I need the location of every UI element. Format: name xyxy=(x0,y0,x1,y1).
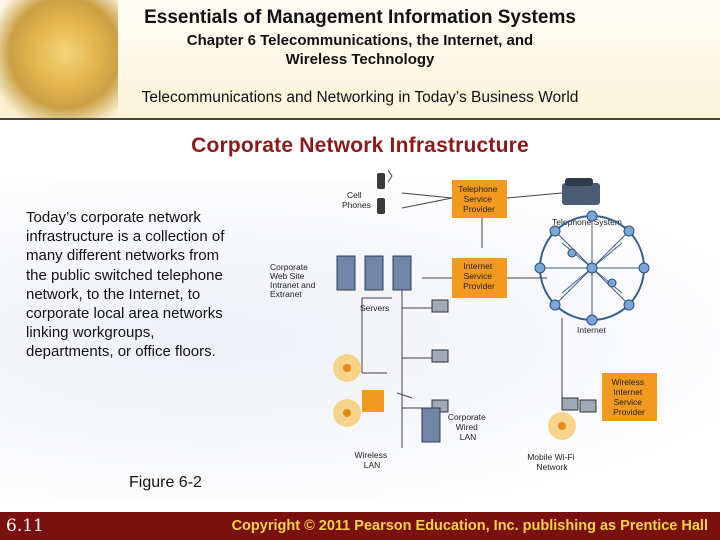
lan-server-icon xyxy=(421,407,441,443)
chapter-title-line1: Chapter 6 Telecommunications, the Intern… xyxy=(186,32,534,49)
slide-footer: 6.11 Copyright © 2011 Pearson Education,… xyxy=(0,512,720,540)
telephone-provider-label: Telephone Service Provider xyxy=(458,184,500,214)
internet-provider-box xyxy=(452,258,507,298)
servers-label: Servers xyxy=(360,303,389,313)
internet-provider-label: Internet Service Provider xyxy=(463,261,495,291)
corporate-lan-label: Corporate Wired LAN xyxy=(448,412,488,442)
header-divider xyxy=(0,118,720,120)
cell-phone-icon xyxy=(377,169,393,214)
wireless-provider-box xyxy=(602,373,657,421)
laptop-icon xyxy=(431,299,597,413)
copyright-text: Copyright © 2011 Pearson Education, Inc.… xyxy=(231,518,708,534)
body-text: Today’s corporate network infrastructure… xyxy=(26,209,225,361)
page-number: 6.11 xyxy=(6,516,44,536)
wireless-lan-box xyxy=(362,390,384,412)
slide-header: Essentials of Management Information Sys… xyxy=(0,0,720,118)
internet-label: Internet xyxy=(577,325,606,335)
section-title: Telecommunications and Networking in Tod… xyxy=(141,89,579,106)
world-map-background xyxy=(0,180,720,500)
figure-caption: Figure 6-2 xyxy=(129,474,202,491)
server-icon xyxy=(336,255,412,291)
mobile-wifi-icon xyxy=(548,412,576,440)
corporate-web-label: Corporate Web Site Intranet and Extranet xyxy=(270,262,318,299)
chapter-title-line2: Wireless Technology xyxy=(285,51,435,68)
telephone-system-label: Telephone System xyxy=(552,217,622,227)
book-title: Essentials of Management Information Sys… xyxy=(144,7,576,28)
globe-icon xyxy=(0,0,118,118)
slide-title: Corporate Network Infrastructure xyxy=(191,134,529,157)
connection-lines xyxy=(361,192,612,448)
internet-network-icon xyxy=(534,210,650,326)
mobile-wifi-label: Mobile Wi-Fi Network xyxy=(527,452,577,472)
telephone-provider-box xyxy=(452,180,507,218)
wireless-access-icon xyxy=(333,354,361,427)
wireless-provider-label: Wireless Internet Service Provider xyxy=(612,377,647,417)
telephone-icon xyxy=(562,178,600,205)
wireless-lan-label: Wireless LAN xyxy=(355,450,390,470)
